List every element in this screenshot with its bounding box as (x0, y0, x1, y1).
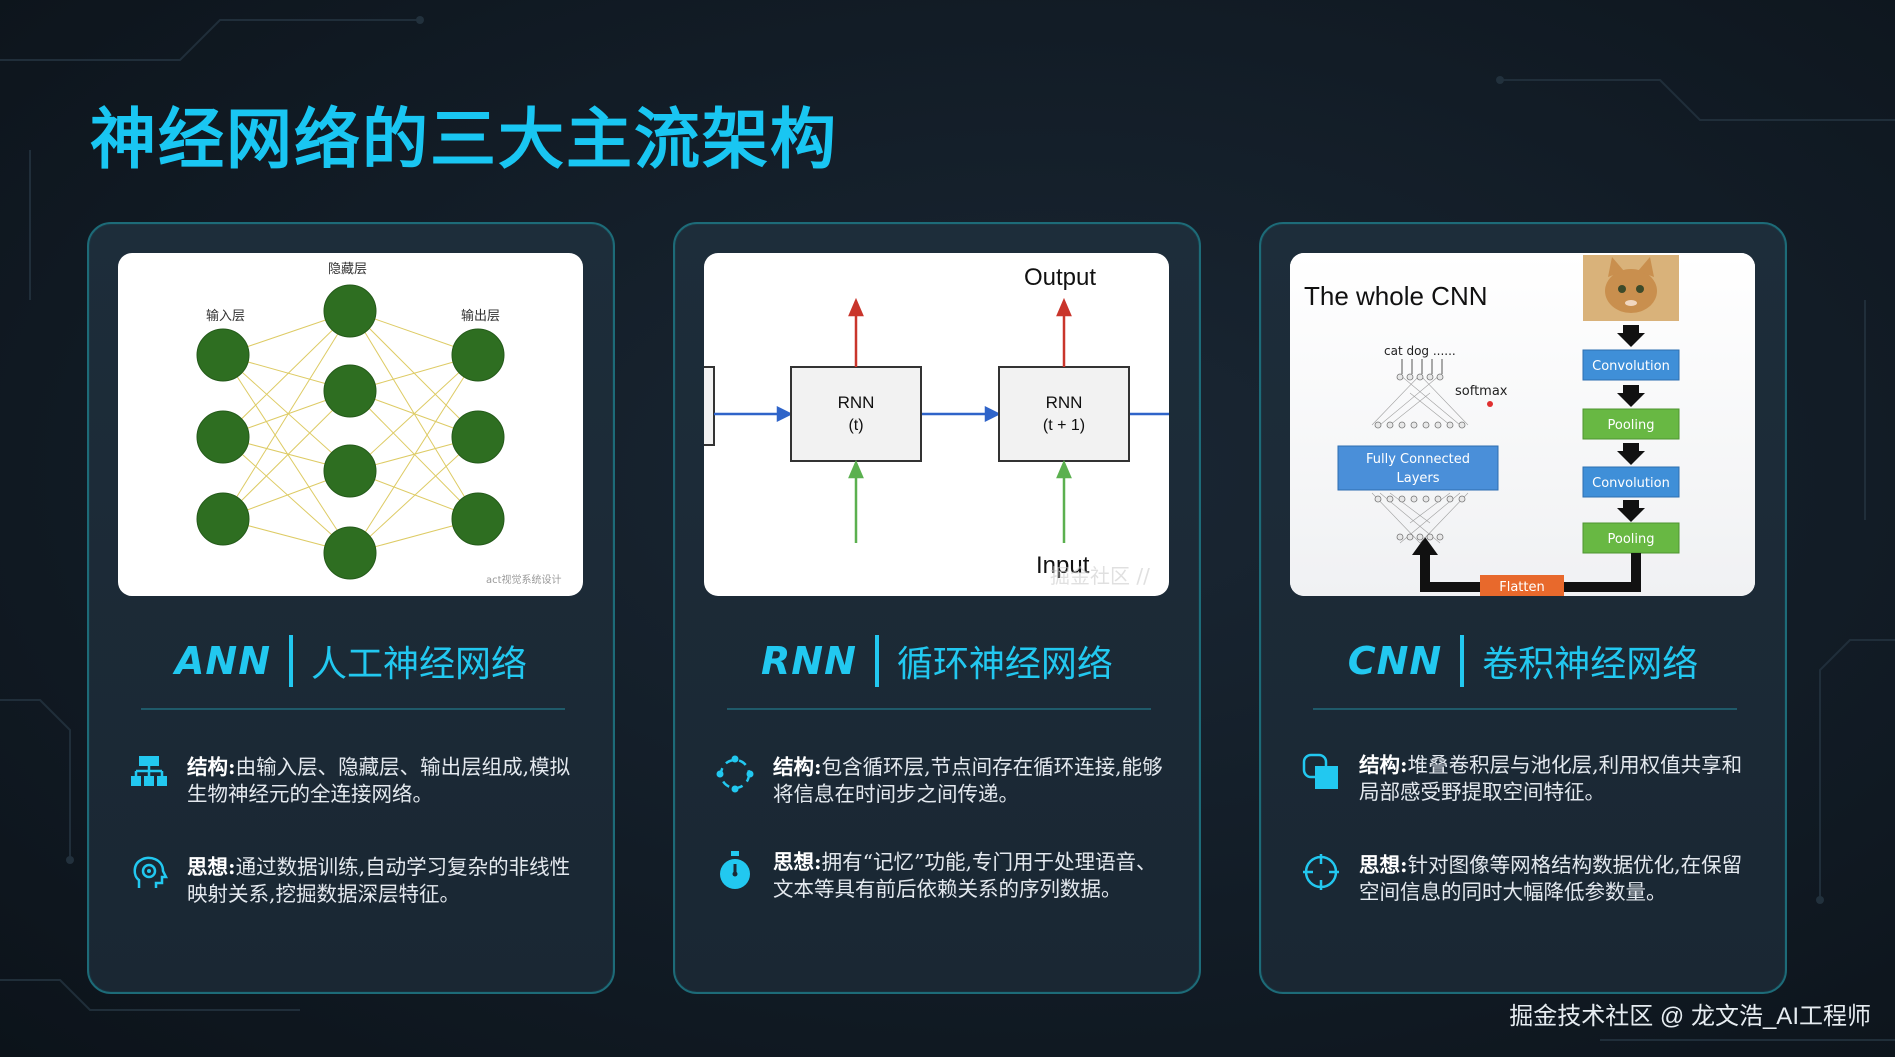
rnn-cell-t1 (998, 366, 1130, 462)
structure-label: 结构: (773, 755, 822, 779)
hidden-node (323, 364, 377, 418)
svg-text:Layers: Layers (1396, 471, 1439, 486)
image-credit: act视觉系统设计 (486, 573, 562, 586)
svg-text:Convolution: Convolution (1592, 476, 1670, 491)
input-node (196, 410, 250, 464)
divider (727, 708, 1151, 710)
page-title: 神经网络的三大主流架构 (90, 100, 838, 178)
ghost-watermark: 掘金社区 // (1050, 564, 1150, 588)
structure-label: 结构: (187, 755, 236, 779)
cnn-abbr: CNN (1347, 639, 1443, 683)
svg-text:RNN: RNN (838, 393, 875, 412)
ann-card: 输入层 隐藏层 输出层 act视觉系统设计 ANN 人工神经网络 结构:由输入层… (87, 222, 615, 994)
rnn-idea: 思想:拥有“记忆”功能,专门用于处理语音、文本等具有前后依赖关系的序列数据。 (715, 849, 1175, 903)
svg-text:(t + 1): (t + 1) (1043, 417, 1085, 434)
idea-label: 思想: (773, 850, 822, 874)
heading-separator (1460, 635, 1465, 687)
head-gear-icon (129, 854, 187, 908)
rnn-abbr: RNN (761, 639, 857, 683)
rnn-heading: RNN 循环神经网络 (675, 632, 1199, 690)
svg-text:Convolution: Convolution (1592, 359, 1670, 374)
rnn-card: RNN (t) RNN (t + 1) Output Input 掘金社区 //… (673, 222, 1201, 994)
input-node (196, 328, 250, 382)
svg-text:Pooling: Pooling (1608, 532, 1655, 547)
divider (1313, 708, 1737, 710)
divider (141, 708, 565, 710)
hidden-node (323, 526, 377, 580)
classes-label: cat dog ...... (1384, 344, 1456, 358)
svg-text:(t): (t) (848, 417, 863, 434)
cnn-structure: 结构:堆叠卷积层与池化层,利用权值共享和局部感受野提取空间特征。 (1301, 752, 1761, 806)
structure-text: 由输入层、隐藏层、输出层组成,模拟生物神经元的全连接网络。 (187, 755, 571, 806)
structure-text: 堆叠卷积层与池化层,利用权值共享和局部感受野提取空间特征。 (1359, 753, 1743, 804)
input-layer-label: 输入层 (206, 308, 245, 324)
cycle-icon (715, 754, 773, 808)
ann-abbr: ANN (174, 639, 271, 683)
softmax-label: softmax (1455, 384, 1508, 399)
cnn-card: The whole CNN Convolution (1259, 222, 1787, 994)
idea-label: 思想: (187, 855, 236, 879)
svg-text:Fully Connected: Fully Connected (1366, 452, 1470, 467)
svg-text:Pooling: Pooling (1608, 418, 1655, 433)
output-layer-label: 输出层 (461, 308, 500, 324)
hidden-node (323, 444, 377, 498)
rnn-structure: 结构:包含循环层,节点间存在循环连接,能够将信息在时间步之间传递。 (715, 754, 1175, 808)
ann-heading: ANN 人工神经网络 (89, 632, 613, 690)
ann-diagram: 输入层 隐藏层 输出层 act视觉系统设计 (118, 253, 583, 596)
output-label: Output (1024, 264, 1096, 291)
stopwatch-icon (715, 849, 773, 903)
crosshair-icon (1301, 852, 1359, 906)
rnn-name: 循环神经网络 (896, 644, 1113, 685)
idea-text: 通过数据训练,自动学习复杂的非线性映射关系,挖掘数据深层特征。 (187, 855, 571, 906)
input-node (196, 492, 250, 546)
structure-text: 包含循环层,节点间存在循环连接,能够将信息在时间步之间传递。 (773, 755, 1163, 806)
svg-text:RNN: RNN (1046, 393, 1083, 412)
ann-name: 人工神经网络 (311, 644, 528, 685)
network-icon (129, 754, 187, 808)
idea-text: 针对图像等网格结构数据优化,在保留空间信息的同时大幅降低参数量。 (1359, 853, 1743, 904)
rnn-cell-t (790, 366, 922, 462)
idea-text: 拥有“记忆”功能,专门用于处理语音、文本等具有前后依赖关系的序列数据。 (773, 850, 1157, 901)
cnn-name: 卷积神经网络 (1482, 644, 1699, 685)
cnn-diagram: The whole CNN Convolution (1290, 253, 1755, 596)
hidden-node (323, 284, 377, 338)
cat-photo (1583, 255, 1679, 321)
watermark: 掘金技术社区 @ 龙文浩_AI工程师 (1509, 1003, 1871, 1030)
cnn-heading: CNN 卷积神经网络 (1261, 632, 1785, 690)
structure-label: 结构: (1359, 753, 1408, 777)
heading-separator (289, 635, 293, 687)
output-node (451, 410, 505, 464)
cnn-title: The whole CNN (1304, 281, 1488, 311)
svg-text:Flatten: Flatten (1499, 580, 1545, 595)
input-label: Input (1036, 552, 1090, 579)
cnn-idea: 思想:针对图像等网格结构数据优化,在保留空间信息的同时大幅降低参数量。 (1301, 852, 1761, 906)
ann-structure: 结构:由输入层、隐藏层、输出层组成,模拟生物神经元的全连接网络。 (129, 754, 589, 808)
idea-label: 思想: (1359, 853, 1408, 877)
ann-idea: 思想:通过数据训练,自动学习复杂的非线性映射关系,挖掘数据深层特征。 (129, 854, 589, 908)
heading-separator (874, 635, 879, 687)
overlap-squares-icon (1301, 752, 1359, 806)
hidden-layer-label: 隐藏层 (328, 262, 367, 277)
rnn-diagram: RNN (t) RNN (t + 1) Output Input 掘金社区 // (704, 253, 1169, 596)
output-node (451, 328, 505, 382)
output-node (451, 492, 505, 546)
